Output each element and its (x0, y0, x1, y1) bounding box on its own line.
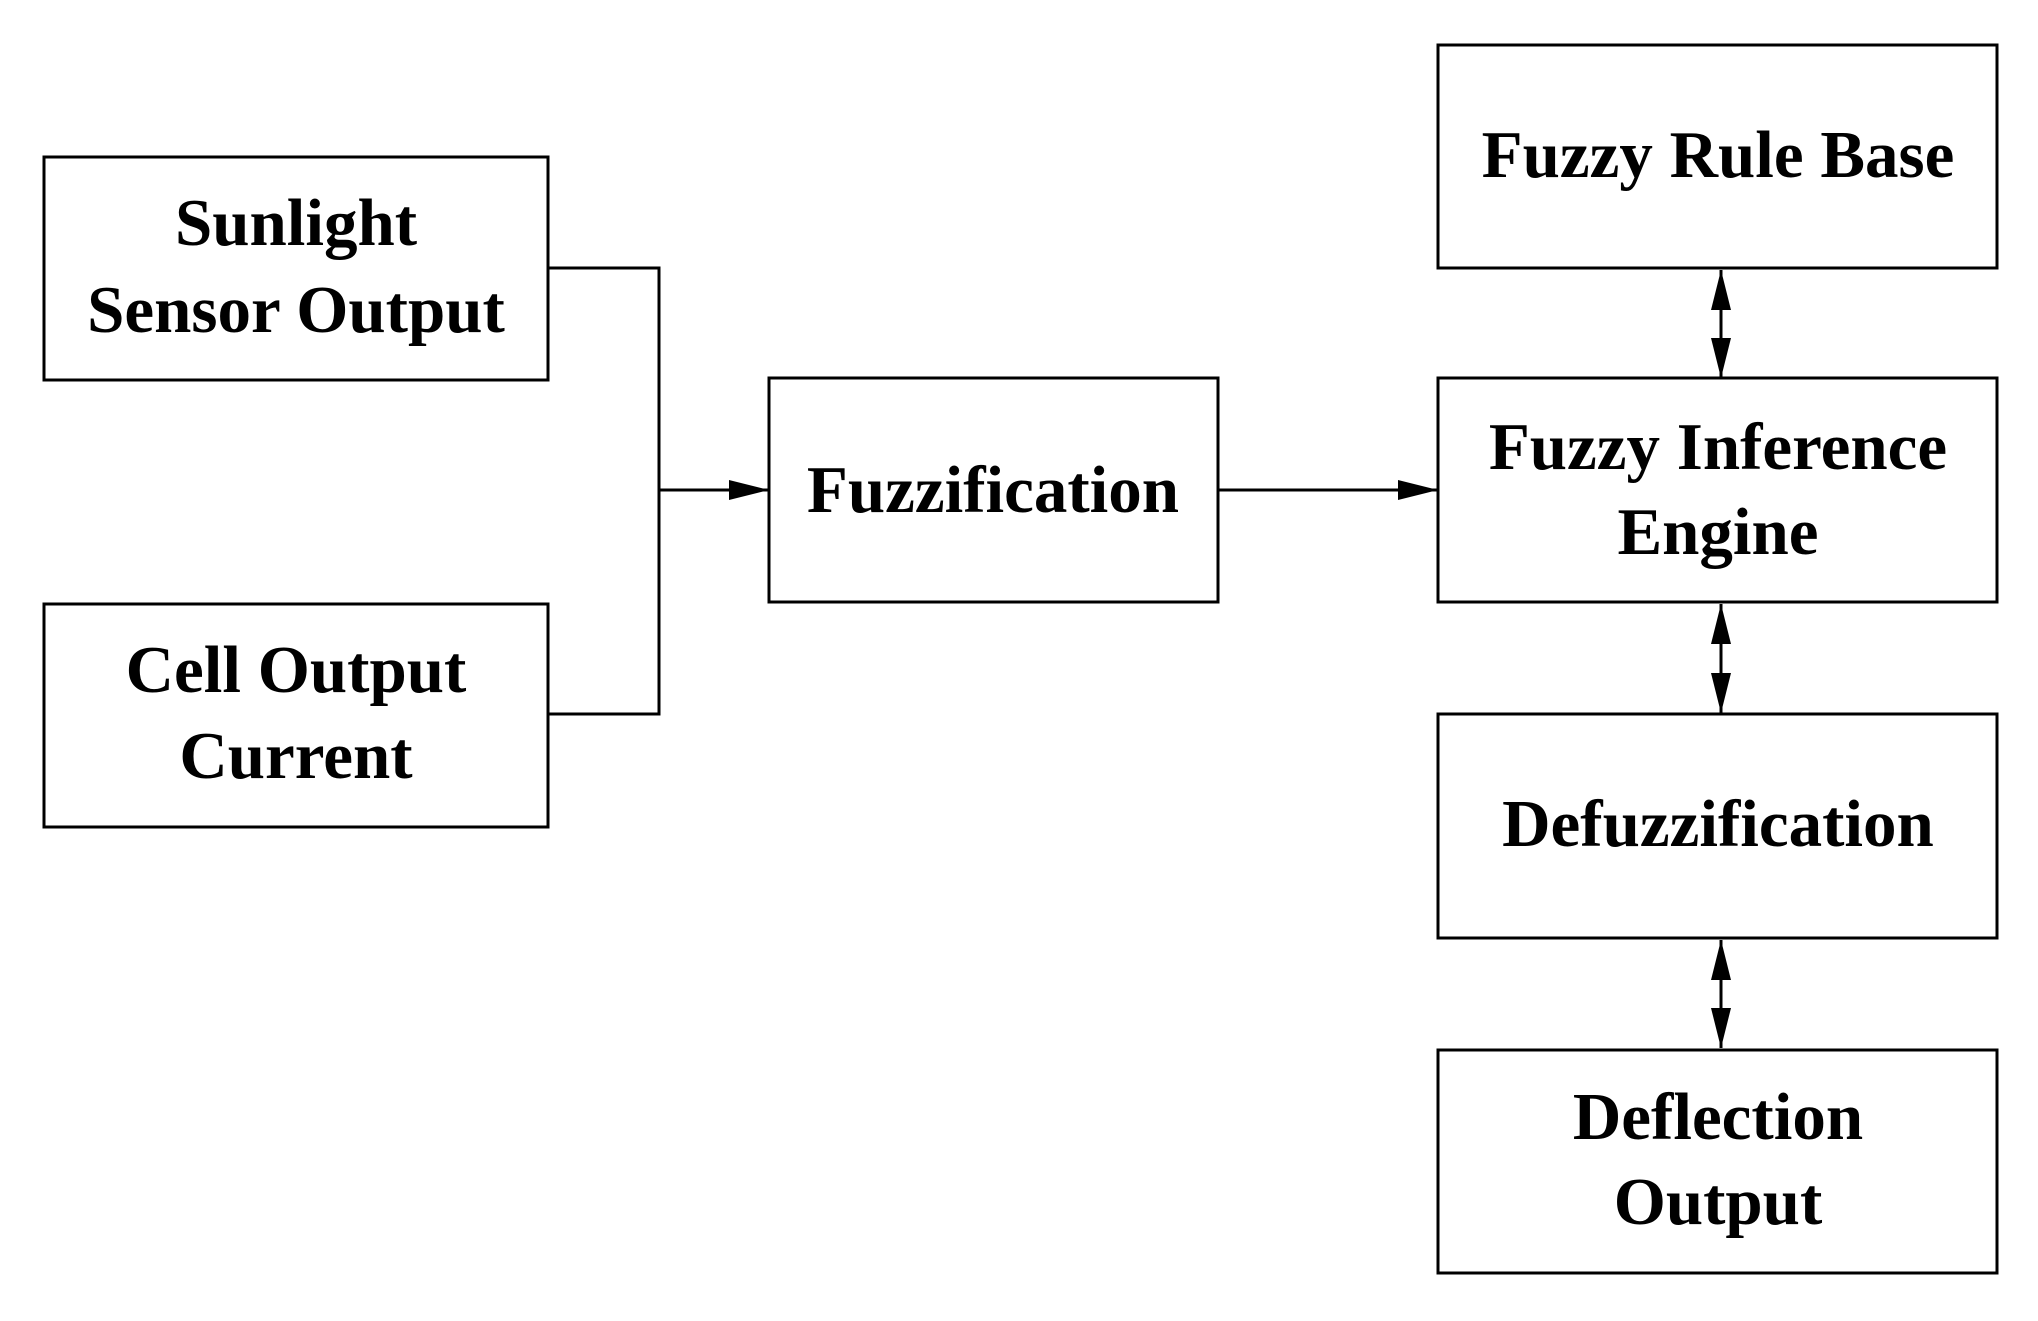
cell-output-current-box (42, 602, 550, 829)
deflection-output-label-line1: Deflection (1573, 1080, 1863, 1154)
cell-output-current-block: Cell Output Current (42, 602, 550, 829)
sunlight-sensor-output-label-line2: Sensor Output (87, 273, 505, 347)
fuzzy-inference-engine-label-line1: Fuzzy Inference (1489, 410, 1947, 484)
deflection-output-block: Deflection Output (1436, 1048, 1999, 1275)
sunlight-to-junction-line (548, 266, 661, 490)
defuzzification-block: Defuzzification (1436, 712, 1999, 940)
fuzzy-inference-engine-box (1436, 376, 1999, 604)
defuzzification-label: Defuzzification (1502, 787, 1934, 861)
cell-current-to-junction-line (548, 490, 661, 716)
defuzzification-box (1436, 712, 1999, 940)
fuzzy-inference-engine-block: Fuzzy Inference Engine (1436, 376, 1999, 604)
sunlight-sensor-output-label-line1: Sunlight (175, 186, 418, 260)
deflection-output-box (1436, 1048, 1999, 1275)
fuzzy-rule-base-block: Fuzzy Rule Base (1436, 43, 1999, 270)
fuzzification-block: Fuzzification (767, 376, 1220, 604)
sunlight-sensor-output-block: Sunlight Sensor Output (42, 155, 550, 382)
connectors (548, 266, 1731, 1048)
fuzzification-label: Fuzzification (807, 453, 1179, 527)
sunlight-sensor-output-box (42, 155, 550, 382)
fuzzy-rule-base-label: Fuzzy Rule Base (1482, 118, 1955, 192)
fuzzy-rule-base-box (1436, 43, 1999, 270)
fuzzy-inference-engine-label-line2: Engine (1617, 495, 1818, 569)
cell-output-current-label-line1: Cell Output (126, 633, 467, 707)
deflection-output-label-line2: Output (1614, 1165, 1823, 1239)
cell-output-current-label-line2: Current (179, 719, 413, 793)
fuzzification-box (767, 376, 1220, 604)
